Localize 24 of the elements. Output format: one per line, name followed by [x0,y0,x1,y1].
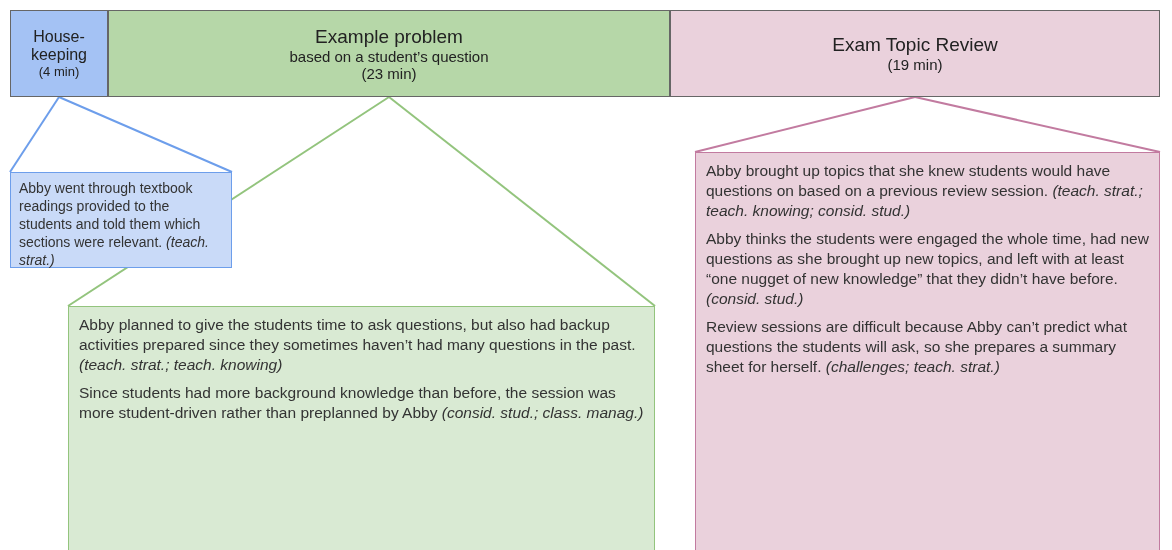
duration-text: (19 min) [887,56,943,73]
leader-line [914,96,1161,153]
duration-text: (4 min) [38,64,80,79]
callout-box [68,306,655,550]
segment-title: House-keeping [29,28,88,64]
leader-line [58,96,233,173]
callout-text: Abby thinks the students were engaged the whole time, had new questions as she brought up new topics, and left with at least “one nugget of new knowledge” that they didn’t have before. (consid. stud.) [706,229,1149,309]
timeline-segment [10,10,108,97]
callout-text: Review sessions are difficult because Abby can’t predict what questions the students will ask, so she prepares a summary sheet for herself. (challenges; teach. strat.) [706,317,1129,377]
callout-box [695,152,1160,550]
timeline-segment [670,10,1160,97]
callout-text: Since students had more background knowledge than before, the session was more student-driven rather than preplanned by Abby (consid. stud.; class. manag.) [79,383,644,423]
leader-line [9,96,60,173]
leader-line [694,96,916,153]
callout-text: Abby went through textbook readings provided to the students and told them which sections were relevant. (teach. strat.) [19,179,210,269]
segment-title: Example problem [315,25,463,48]
segment-subtitle: based on a student’s question [289,47,489,65]
callout-text: Abby brought up topics that she knew students would have questions on based on a previous review session. (teach. strat.; teach. knowing; consid. stud.) [706,161,1144,221]
duration-text: (23 min) [361,64,417,82]
timeline-segment [108,10,670,97]
segment-title: Exam Topic Review [832,34,998,56]
leader-line [388,96,656,307]
callout-text: Abby planned to give the students time to ask questions, but also had backup activities prepared since they sometimes haven’t had many questions in the past. (teach. strat.; teach. knowing) [79,315,637,375]
callout-box [10,172,232,268]
